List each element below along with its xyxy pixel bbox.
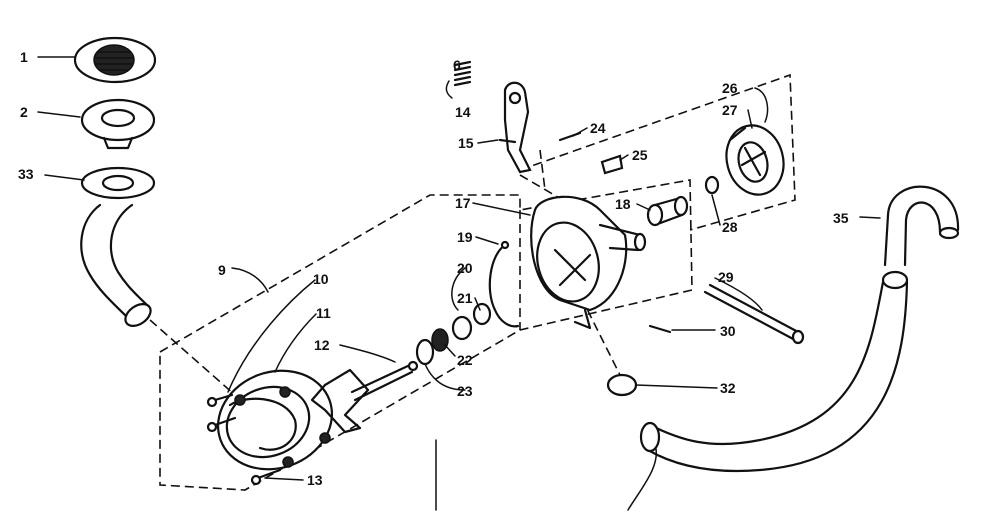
- part-clamp: [606, 373, 638, 397]
- label-20: 20: [457, 260, 473, 276]
- label-11: 11: [316, 305, 331, 321]
- part-strainer-cap: [73, 36, 157, 84]
- part-bracket: [600, 154, 624, 175]
- label-24: 24: [590, 120, 606, 136]
- label-35: 35: [833, 210, 849, 226]
- label-26: 26: [722, 80, 738, 96]
- part-drain-hose: [639, 270, 909, 472]
- label-32: 32: [720, 380, 736, 396]
- label-28-lower: 28: [722, 219, 738, 235]
- label-12: 12: [314, 337, 330, 353]
- label-14: 14: [455, 104, 471, 120]
- part-seals: [415, 302, 492, 366]
- part-clip: [488, 240, 520, 328]
- label-25: 25: [632, 147, 648, 163]
- part-j-hose: [883, 185, 960, 267]
- part-pump-body: [530, 195, 647, 330]
- label-6: 6: [453, 57, 461, 73]
- label-17: 17: [455, 195, 471, 211]
- label-18: 18: [615, 196, 631, 212]
- label-23: 23: [457, 383, 473, 399]
- part-impeller: [310, 360, 419, 434]
- label-13: 13: [307, 472, 323, 488]
- callout-leaders: [37, 56, 881, 481]
- part-pulley: [725, 124, 785, 196]
- label-27: 27: [722, 102, 738, 118]
- part-washer: [704, 175, 720, 195]
- part-spring: [453, 60, 472, 87]
- label-15: 15: [458, 135, 474, 151]
- label-30: 30: [720, 323, 736, 339]
- part-rod: [703, 283, 805, 345]
- assembly-outline-main: [159, 73, 796, 491]
- part-pin-small: [648, 324, 672, 334]
- part-sleeve: [646, 195, 689, 227]
- label-10: 10: [313, 271, 329, 287]
- label-9: 9: [218, 262, 226, 278]
- label-1: 1: [20, 49, 28, 65]
- part-lever: [498, 81, 532, 174]
- label-19: 19: [457, 229, 473, 245]
- part-gasket: [80, 166, 156, 200]
- part-pump-housing: [206, 369, 334, 486]
- part-elbow-hose: [80, 203, 152, 328]
- part-drain-fitting: [80, 98, 156, 150]
- label-33: 33: [18, 166, 34, 182]
- label-22: 22: [457, 352, 473, 368]
- label-21: 21: [457, 290, 473, 306]
- part-labels: 1 2 33 9 10 11 12 13 6 14 15 17 19 20 21…: [18, 49, 849, 488]
- label-2: 2: [20, 104, 28, 120]
- label-29: 29: [718, 269, 734, 285]
